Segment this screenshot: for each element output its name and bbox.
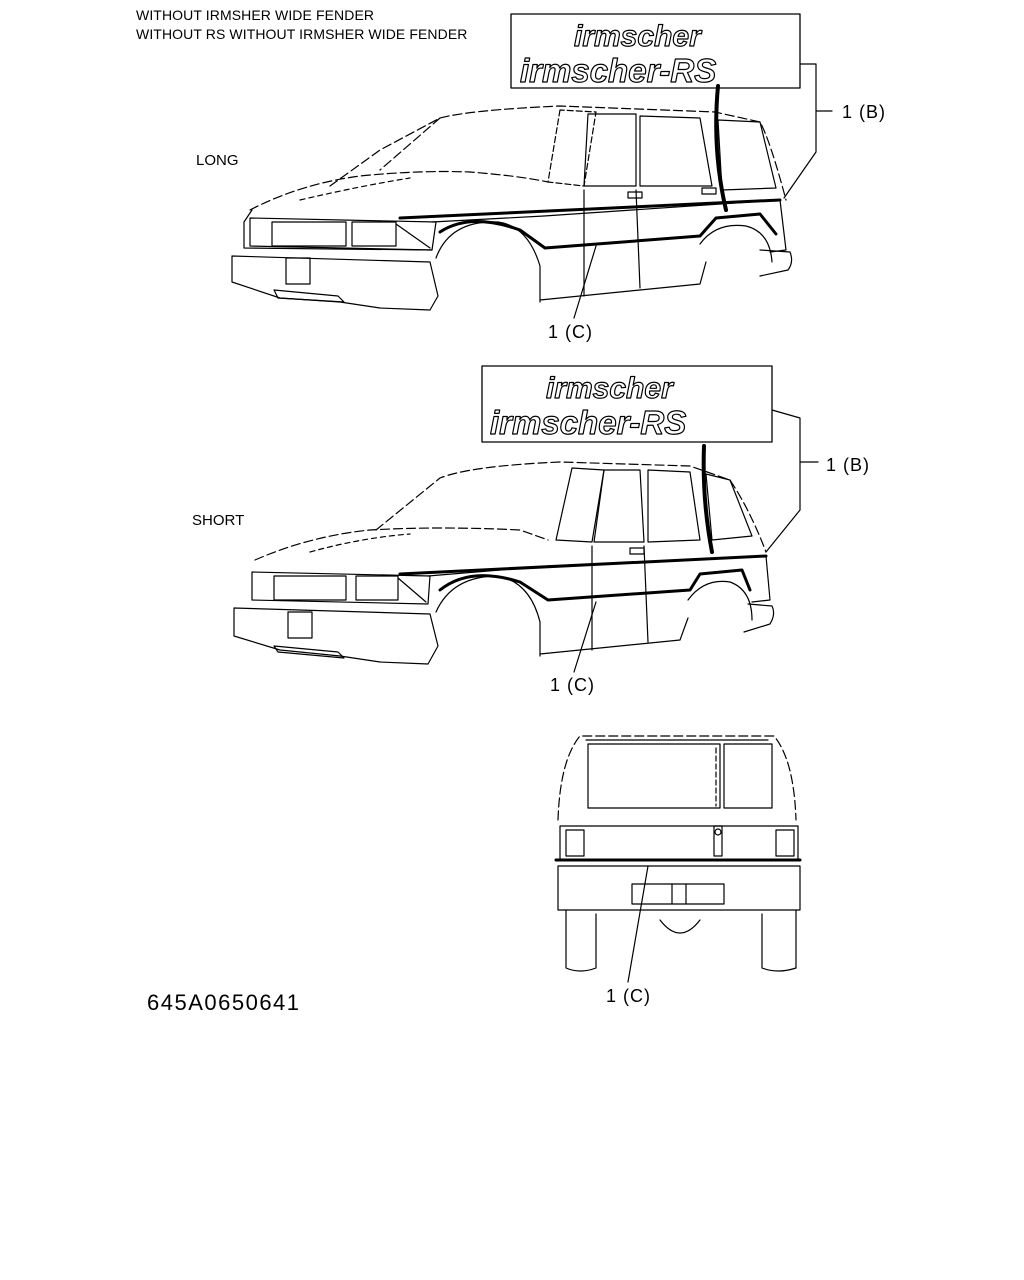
figure-number: 645A0650641 xyxy=(147,990,301,1015)
header-line-2: WITHOUT RS WITHOUT IRMSHER WIDE FENDER xyxy=(136,26,468,42)
badge-top-short: irmscher xyxy=(546,372,675,405)
header-line-1: WITHOUT IRMSHER WIDE FENDER xyxy=(136,7,375,23)
badge-bottom-short: irmscher-RS xyxy=(490,404,686,441)
suv-side-view-long: irmscher irmscher-RS xyxy=(231,13,833,319)
callout-short-b: 1 (B) xyxy=(826,455,871,475)
view-label-long: LONG xyxy=(196,152,239,169)
badge-bottom-long: irmscher-RS xyxy=(520,52,716,89)
callout-short-c: 1 (C) xyxy=(550,675,595,695)
callout-long-b: 1 (B) xyxy=(842,102,887,122)
badge-top-long: irmscher xyxy=(574,20,703,53)
callout-long-c: 1 (C) xyxy=(548,322,593,342)
suv-rear-view xyxy=(554,735,802,983)
view-label-short: SHORT xyxy=(192,512,245,529)
suv-side-view-short: irmscher irmscher-RS xyxy=(233,365,819,673)
irmscher-emblem: irmscher irmscher-RS xyxy=(519,19,716,89)
callout-rear-c: 1 (C) xyxy=(606,986,651,1006)
